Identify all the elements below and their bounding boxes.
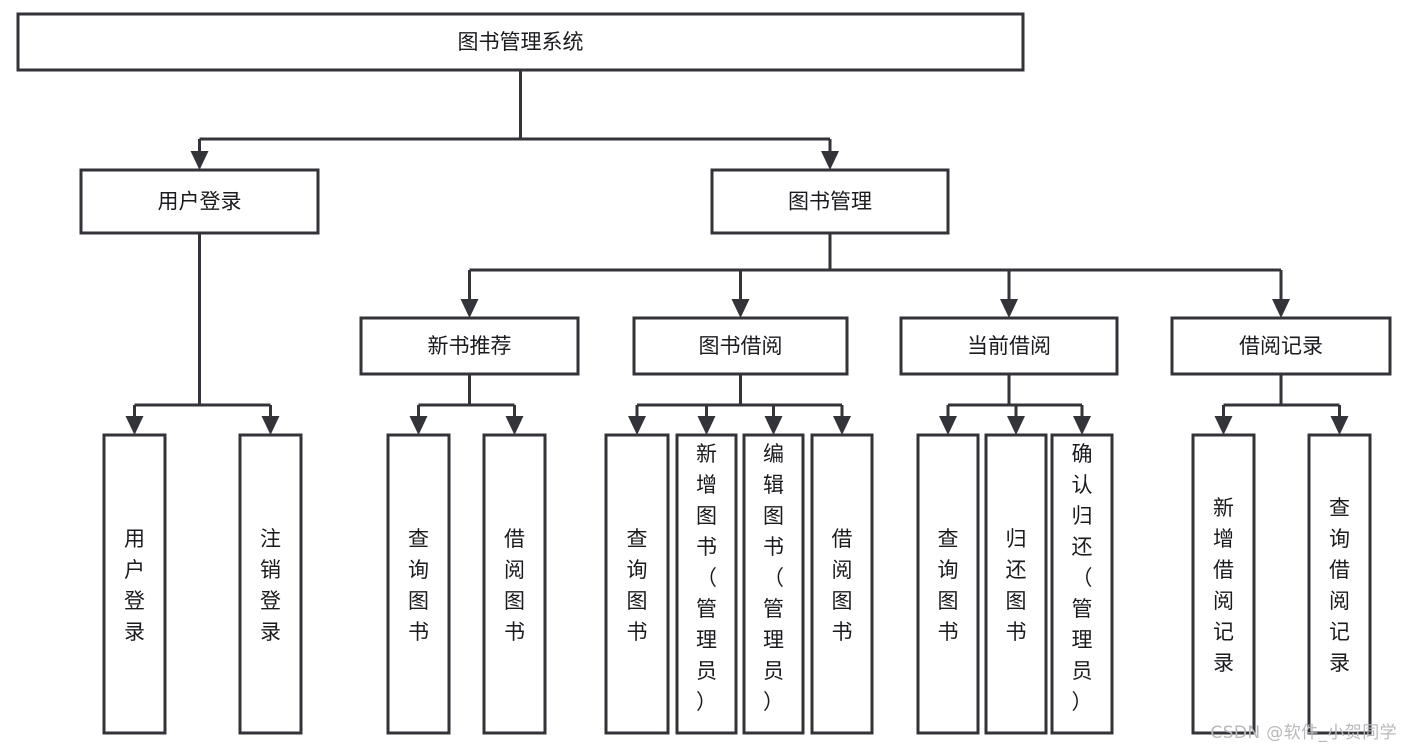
node-box bbox=[79, 168, 320, 235]
csdn-watermark: CSDN @软件_小贺同学 bbox=[1210, 723, 1397, 743]
node-box bbox=[16, 12, 1025, 72]
node-box bbox=[632, 316, 849, 376]
arrow-head-icon bbox=[1000, 299, 1018, 318]
arrow-head-icon bbox=[1007, 416, 1025, 435]
node-leaf-logout-login: 注销登录 bbox=[238, 433, 303, 735]
node-book-management: 图书管理 bbox=[710, 168, 950, 235]
node-box bbox=[359, 316, 580, 376]
node-label: 查询图书 bbox=[627, 527, 648, 644]
node-label: 借阅图书 bbox=[504, 527, 525, 644]
node-label: 图书借阅 bbox=[699, 334, 783, 358]
arrow-head-icon bbox=[697, 416, 716, 435]
node-box bbox=[1307, 433, 1372, 735]
arrow-head-icon bbox=[833, 416, 851, 435]
arrow-head-icon bbox=[1214, 416, 1233, 435]
node-box bbox=[742, 433, 805, 735]
node-current-borrow: 当前借阅 bbox=[899, 316, 1119, 376]
node-layer: 图书管理系统用户登录图书管理新书推荐图书借阅当前借阅借阅记录用户登录注销登录查询… bbox=[16, 12, 1392, 735]
arrow-head-icon bbox=[190, 151, 209, 170]
node-label: 新增借阅记录 bbox=[1213, 496, 1234, 675]
node-label: 确认归还（管理员） bbox=[1072, 442, 1093, 714]
node-box bbox=[238, 433, 303, 735]
node-label: 图书管理 bbox=[788, 190, 872, 214]
node-book-borrow: 图书借阅 bbox=[632, 316, 849, 376]
node-label: 新增图书（管理员） bbox=[696, 442, 717, 714]
node-label: 归还图书 bbox=[1006, 527, 1027, 644]
node-box bbox=[386, 433, 451, 735]
node-box bbox=[675, 433, 738, 735]
node-root: 图书管理系统 bbox=[16, 12, 1025, 72]
node-box bbox=[482, 433, 547, 735]
node-box bbox=[604, 433, 670, 735]
node-leaf-user-login: 用户登录 bbox=[102, 433, 167, 735]
arrow-head-icon bbox=[821, 151, 839, 170]
node-borrow-record: 借阅记录 bbox=[1170, 316, 1392, 376]
arrow-head-icon bbox=[764, 416, 783, 435]
arrow-head-icon bbox=[125, 416, 144, 435]
node-leaf-add-book-admin: 新增图书（管理员） bbox=[675, 433, 738, 735]
node-leaf-edit-book-admin: 编辑图书（管理员） bbox=[742, 433, 805, 735]
arrow-head-icon bbox=[628, 416, 646, 435]
arrow-head-icon bbox=[261, 416, 280, 435]
node-box bbox=[1050, 433, 1114, 735]
node-leaf-add-borrow-record: 新增借阅记录 bbox=[1191, 433, 1256, 735]
arrow-head-icon bbox=[1272, 299, 1290, 318]
node-leaf-borrow-book-recommend: 借阅图书 bbox=[482, 433, 547, 735]
node-label: 查询图书 bbox=[938, 527, 959, 644]
node-new-book-recommend: 新书推荐 bbox=[359, 316, 580, 376]
connector-layer bbox=[125, 70, 1349, 435]
node-leaf-return-book: 归还图书 bbox=[984, 433, 1048, 735]
node-leaf-query-book-borrow: 查询图书 bbox=[604, 433, 670, 735]
node-box bbox=[899, 316, 1119, 376]
arrow-head-icon bbox=[1073, 416, 1091, 435]
arrow-head-icon bbox=[1330, 416, 1349, 435]
node-label: 借阅记录 bbox=[1239, 334, 1323, 358]
node-label: 借阅图书 bbox=[832, 527, 853, 644]
node-leaf-borrow-book: 借阅图书 bbox=[810, 433, 874, 735]
arrow-head-icon bbox=[409, 416, 428, 435]
node-box bbox=[1170, 316, 1392, 376]
arrow-head-icon bbox=[731, 299, 750, 318]
node-box bbox=[710, 168, 950, 235]
node-label: 图书管理系统 bbox=[458, 30, 584, 54]
node-box bbox=[1191, 433, 1256, 735]
node-box bbox=[810, 433, 874, 735]
node-label: 查询图书 bbox=[408, 527, 429, 644]
arrow-head-icon bbox=[939, 416, 957, 435]
node-leaf-query-book-recommend: 查询图书 bbox=[386, 433, 451, 735]
node-leaf-query-borrow-record: 查询借阅记录 bbox=[1307, 433, 1372, 735]
arrow-head-icon bbox=[460, 299, 479, 318]
node-label: 新书推荐 bbox=[428, 334, 512, 358]
node-leaf-confirm-return-admin: 确认归还（管理员） bbox=[1050, 433, 1114, 735]
node-label: 用户登录 bbox=[124, 527, 145, 644]
node-box bbox=[102, 433, 167, 735]
node-label: 编辑图书（管理员） bbox=[763, 442, 784, 714]
node-label: 查询借阅记录 bbox=[1329, 496, 1350, 675]
node-user-login: 用户登录 bbox=[79, 168, 320, 235]
node-box bbox=[916, 433, 980, 735]
arrow-head-icon bbox=[505, 416, 524, 435]
node-label: 注销登录 bbox=[260, 527, 281, 644]
node-label: 用户登录 bbox=[158, 190, 242, 214]
node-leaf-query-book-current: 查询图书 bbox=[916, 433, 980, 735]
node-label: 当前借阅 bbox=[967, 334, 1051, 358]
node-box bbox=[984, 433, 1048, 735]
